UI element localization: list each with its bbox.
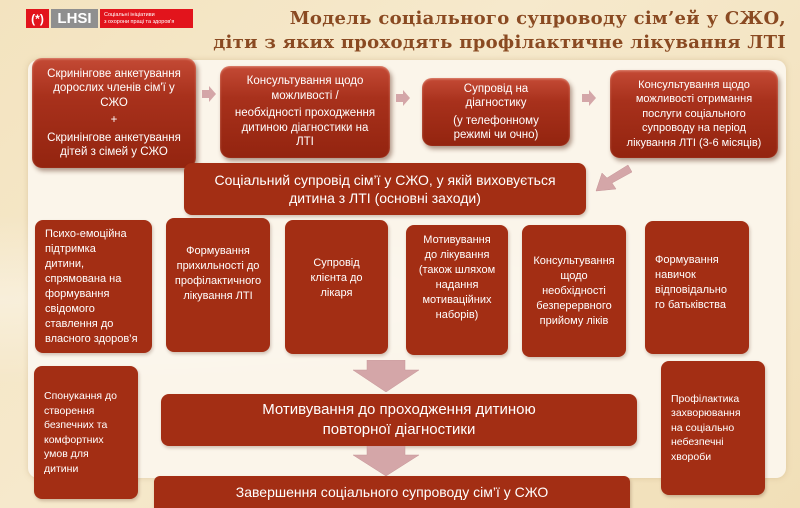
text-line: (також шляхом [418, 264, 496, 276]
text-line: мотиваційних [422, 294, 492, 306]
text-line: до лікування [424, 249, 490, 261]
step-consultation-support-service: Консультування щодо можливості отримання… [610, 70, 778, 158]
text-line: профілактичного [174, 275, 262, 287]
text-line: хвороби [671, 450, 712, 463]
text-line: діагностику [465, 97, 527, 109]
measure-client-doctor-escort: Супровід клієнта до лікаря [285, 220, 388, 354]
text-line: Супровід на [463, 82, 529, 95]
arrow-right-icon [202, 86, 216, 102]
text-line: Скринінгове анкетування [47, 131, 181, 144]
text-line: (у телефонному [453, 114, 539, 127]
text-line: спрямована на [45, 272, 122, 285]
text-line: можливості отримання [635, 93, 753, 106]
measure-continuous-medication: Консультування щодо необхідності безпере… [522, 225, 626, 357]
text-line: Спонукання до [44, 390, 117, 402]
text-line: надання [435, 279, 479, 291]
text-line: Соціальний супровід сім’ї у СЖО, у якій … [214, 172, 556, 188]
measure-disease-prevention: Профілактика захворювання на соціально н… [661, 361, 765, 495]
text-line: захворювання [671, 407, 741, 420]
text-line: клієнта до [310, 272, 363, 284]
logo-name: LHSI [51, 9, 98, 28]
title-line2: діти з яких проходять профілактичне ліку… [213, 32, 786, 53]
text-line: Скринінгове анкетування [47, 67, 181, 80]
text-line: дитини, [45, 257, 85, 270]
text-line: супроводу на період [642, 122, 746, 135]
text-line: прихильності до [176, 260, 260, 272]
text-line: необхідності [542, 284, 606, 297]
motivation-repeat-diagnostics: Мотивування до проходження дитиною повто… [161, 394, 637, 446]
arrow-right-icon [582, 90, 596, 106]
text-line: відповідально [655, 284, 727, 296]
measure-responsible-parenting: Формування навичок відповідально го бать… [645, 221, 749, 354]
measure-treatment-adherence: Формування прихильності до профілактично… [166, 218, 270, 352]
text-line: прийому ліків [539, 314, 609, 327]
text-line: режимі чи очно) [453, 129, 539, 141]
measure-psycho-emotional-support: Психо-емоційна підтримка дитини, спрямов… [35, 220, 152, 353]
text-line: Психо-емоційна [45, 227, 127, 240]
text-line: безпечних та [44, 419, 108, 431]
logo-mark: (*) [26, 9, 49, 28]
title-line1: Модель соціального супроводу сім’ей у СЖ… [289, 8, 786, 29]
completion-social-support: Завершення соціального супроводу сім’ї у… [154, 476, 630, 508]
text-line: дитини [44, 462, 79, 475]
text-line: безперервного [536, 299, 612, 312]
text-line: Консультування щодо [246, 75, 364, 88]
text-line: Формування [655, 254, 719, 266]
text-line: створення [44, 404, 95, 417]
measure-safe-conditions: Спонукання до створення безпечних та ком… [34, 366, 138, 499]
logo-tagline-line1: Соціальні ініціативи [104, 12, 155, 18]
text-line: щодо [560, 269, 588, 282]
text-line: наборів) [435, 309, 479, 321]
text-line: Супровід [313, 257, 360, 269]
text-line: Консультування щодо [638, 78, 750, 91]
text-line: Мотивування до проходження дитиною [262, 401, 536, 418]
text-line: Мотивування [423, 234, 491, 246]
measure-treatment-motivation: Мотивування до лікування (також шляхом н… [406, 225, 508, 355]
text-line: Формування [186, 245, 250, 257]
text-line: дітей з сімей у СЖО [60, 146, 168, 158]
step-diagnostics-support: Супровід на діагностику (у телефонному р… [422, 78, 570, 146]
step-consultation-diagnostics: Консультування щодо можливості / необхід… [220, 66, 390, 158]
page-title: Модель соціального супроводу сім’ей у СЖ… [213, 7, 786, 55]
text-line: + [110, 114, 118, 126]
text-line: послуги соціального [642, 107, 746, 120]
text-line: дорослих членів сім'ї у [53, 82, 175, 94]
arrow-down-left-icon [595, 164, 632, 192]
text-line: ставлення до [45, 317, 114, 330]
text-line: формування [45, 287, 110, 300]
text-line: дитина з ЛТІ (основні заходи) [289, 190, 481, 206]
text-line: лікування ЛТІ [183, 290, 253, 302]
lhsi-logo: (*) LHSI Соціальні ініціативи з охорони … [26, 9, 193, 28]
main-social-support: Соціальний супровід сім’ї у СЖО, у якій … [184, 163, 586, 215]
text-line: дитиною діагностики на [241, 121, 369, 134]
step-screening: Скринінгове анкетування дорослих членів … [32, 58, 196, 168]
logo-tagline-line2: з охорони праці та здоров'я [104, 19, 175, 25]
text-line: підтримка [45, 242, 96, 255]
text-line: СЖО [100, 96, 128, 109]
text-line: навичок [655, 269, 696, 281]
text-line: го батьківства [655, 299, 726, 311]
text-line: лікування ЛТІ (3-6 місяців) [626, 136, 762, 149]
text-line: умов для [44, 448, 89, 460]
text-line: на соціально [671, 421, 735, 434]
text-line: Профілактика [671, 392, 740, 405]
text-line: лікаря [320, 287, 353, 299]
text-line: можливості / [271, 89, 339, 102]
text-line: комфортних [44, 433, 104, 446]
text-line: Консультування [533, 254, 615, 267]
text-line: Завершення соціального супроводу сім’ї у… [235, 484, 549, 500]
text-line: ЛТІ [296, 136, 314, 149]
text-line: власного здоров’я [45, 332, 138, 345]
logo-tagline: Соціальні ініціативи з охорони праці та … [100, 9, 193, 28]
arrow-down-icon [353, 360, 419, 392]
text-line: небезпечні [671, 436, 724, 449]
text-line: необхідності проходження [234, 107, 376, 120]
arrow-right-icon [396, 90, 410, 106]
text-line: повторної діагностики [322, 421, 476, 438]
arrow-down-icon [353, 446, 419, 476]
text-line: свідомого [45, 302, 95, 315]
